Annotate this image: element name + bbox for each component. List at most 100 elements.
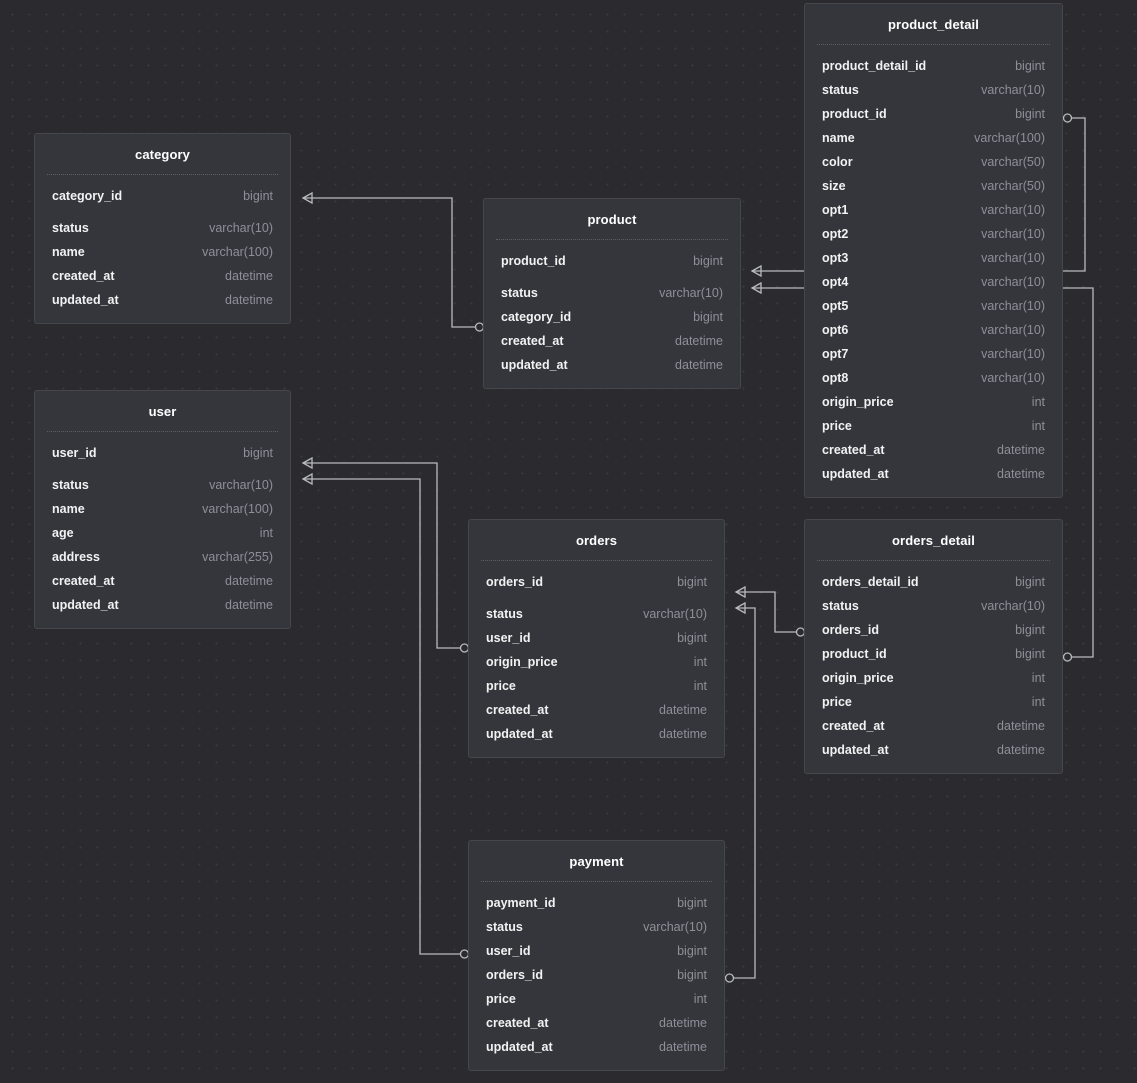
field-row[interactable]: opt6varchar(10): [805, 318, 1062, 342]
table-card-category[interactable]: categorycategory_idbigintstatusvarchar(1…: [34, 133, 291, 324]
field-row[interactable]: opt2varchar(10): [805, 222, 1062, 246]
field-type: varchar(10): [981, 275, 1045, 289]
field-row[interactable]: statusvarchar(10): [484, 281, 740, 305]
field-row[interactable]: product_id bigint: [484, 249, 740, 273]
field-row[interactable]: price int: [469, 674, 724, 698]
table-fields: user_idbigint statusvarchar(10)namevarcha…: [35, 432, 290, 628]
field-row[interactable]: statusvarchar(10): [805, 594, 1062, 618]
field-name: name: [52, 502, 85, 516]
table-title: user: [35, 391, 290, 431]
table-card-product[interactable]: product product_id bigint statusvarchar(10)…: [483, 198, 741, 389]
field-name: price: [486, 679, 516, 693]
field-row[interactable]: created_atdatetime: [469, 1011, 724, 1035]
field-row[interactable]: product_idbigint: [805, 642, 1062, 666]
field-row[interactable]: namevarchar(100): [35, 497, 290, 521]
table-card-payment[interactable]: paymentpayment_idbigintstatusvarchar(10)…: [468, 840, 725, 1071]
field-row[interactable]: statusvarchar(10): [469, 602, 724, 626]
field-type: datetime: [659, 1016, 707, 1030]
field-row[interactable]: created_atdatetime: [805, 714, 1062, 738]
field-name: created_at: [52, 269, 115, 283]
field-row[interactable]: opt4varchar(10): [805, 270, 1062, 294]
field-name: price: [822, 419, 852, 433]
field-row[interactable]: ageint: [35, 521, 290, 545]
field-type: bigint: [677, 968, 707, 982]
field-type: varchar(10): [981, 251, 1045, 265]
field-name: orders_id: [822, 623, 879, 637]
field-row[interactable]: origin_priceint: [469, 650, 724, 674]
field-row[interactable]: opt5varchar(10): [805, 294, 1062, 318]
field-name: opt3: [822, 251, 848, 265]
field-row[interactable]: category_idbigint: [35, 184, 290, 208]
field-type: int: [694, 679, 707, 693]
table-card-product_detail[interactable]: product_detailproduct_detail_idbigintsta…: [804, 3, 1063, 498]
field-row[interactable]: updated_atdatetime: [805, 738, 1062, 762]
field-type: int: [694, 992, 707, 1006]
field-row[interactable]: statusvarchar(10): [469, 915, 724, 939]
field-row[interactable]: opt7varchar(10): [805, 342, 1062, 366]
field-row[interactable]: created_at datetime: [35, 264, 290, 288]
field-row[interactable]: opt1varchar(10): [805, 198, 1062, 222]
field-row[interactable]: sizevarchar(50): [805, 174, 1062, 198]
field-type: datetime: [659, 727, 707, 741]
field-type: int: [260, 526, 273, 540]
field-row[interactable]: updated_atdatetime: [35, 593, 290, 617]
field-row[interactable]: priceint: [805, 414, 1062, 438]
field-row[interactable]: statusvarchar(10): [35, 473, 290, 497]
field-row[interactable]: created_atdatetime: [805, 438, 1062, 462]
field-row[interactable]: opt3 varchar(10): [805, 246, 1062, 270]
table-card-orders[interactable]: orders orders_idbigint statusvarchar(10)us…: [468, 519, 725, 758]
field-row[interactable]: namevarchar(100): [35, 240, 290, 264]
field-type: bigint: [243, 189, 273, 203]
field-row[interactable]: payment_idbigint: [469, 891, 724, 915]
field-type: bigint: [693, 254, 723, 268]
field-row[interactable]: product_idbigint: [805, 102, 1062, 126]
field-row[interactable]: orders_idbigint: [469, 963, 724, 987]
field-type: varchar(10): [643, 920, 707, 934]
edge-payment-user: [303, 474, 469, 958]
table-title: orders: [469, 520, 724, 560]
table-card-orders_detail[interactable]: orders_detailorders_detail_idbigintstatu…: [804, 519, 1063, 774]
field-row[interactable]: updated_atdatetime: [805, 462, 1062, 486]
field-row[interactable]: user_idbigint: [469, 626, 724, 650]
field-name: payment_id: [486, 896, 555, 910]
field-row[interactable]: addressvarchar(255): [35, 545, 290, 569]
field-row[interactable]: user_idbigint: [469, 939, 724, 963]
field-row[interactable]: priceint: [469, 987, 724, 1011]
field-name: product_id: [822, 647, 887, 661]
field-type: bigint: [1015, 623, 1045, 637]
field-row[interactable]: colorvarchar(50): [805, 150, 1062, 174]
field-row[interactable]: orders_id bigint: [805, 618, 1062, 642]
field-row[interactable]: created_atdatetime: [484, 329, 740, 353]
table-card-user[interactable]: user user_idbigint statusvarchar(10)nameva…: [34, 390, 291, 629]
field-row[interactable]: created_atdatetime: [469, 698, 724, 722]
field-row[interactable]: namevarchar(100): [805, 126, 1062, 150]
field-row[interactable]: product_detail_idbigint: [805, 54, 1062, 78]
table-title: product: [484, 199, 740, 239]
field-row[interactable]: statusvarchar(10): [805, 78, 1062, 102]
field-row[interactable]: created_atdatetime: [35, 569, 290, 593]
table-title: payment: [469, 841, 724, 881]
field-row[interactable]: opt8varchar(10): [805, 366, 1062, 390]
field-row[interactable]: orders_detail_idbigint: [805, 570, 1062, 594]
field-row[interactable]: updated_atdatetime: [35, 288, 290, 312]
field-row[interactable]: statusvarchar(10): [35, 216, 290, 240]
field-name: updated_at: [822, 467, 889, 481]
field-row[interactable]: orders_idbigint: [469, 570, 724, 594]
field-name: name: [822, 131, 855, 145]
field-row[interactable]: priceint: [805, 690, 1062, 714]
field-row[interactable]: updated_atdatetime: [469, 1035, 724, 1059]
field-row[interactable]: updated_atdatetime: [469, 722, 724, 746]
field-row[interactable]: origin_priceint: [805, 666, 1062, 690]
field-type: datetime: [225, 269, 273, 283]
field-name: opt1: [822, 203, 848, 217]
field-name: origin_price: [486, 655, 558, 669]
field-type: varchar(10): [981, 323, 1045, 337]
field-row[interactable]: origin_priceint: [805, 390, 1062, 414]
field-name: product_id: [501, 254, 566, 268]
table-fields: payment_idbigintstatusvarchar(10)user_id…: [469, 882, 724, 1070]
field-row[interactable]: updated_atdatetime: [484, 353, 740, 377]
field-row[interactable]: user_idbigint: [35, 441, 290, 465]
field-type: bigint: [1015, 575, 1045, 589]
field-row[interactable]: category_idbigint: [484, 305, 740, 329]
